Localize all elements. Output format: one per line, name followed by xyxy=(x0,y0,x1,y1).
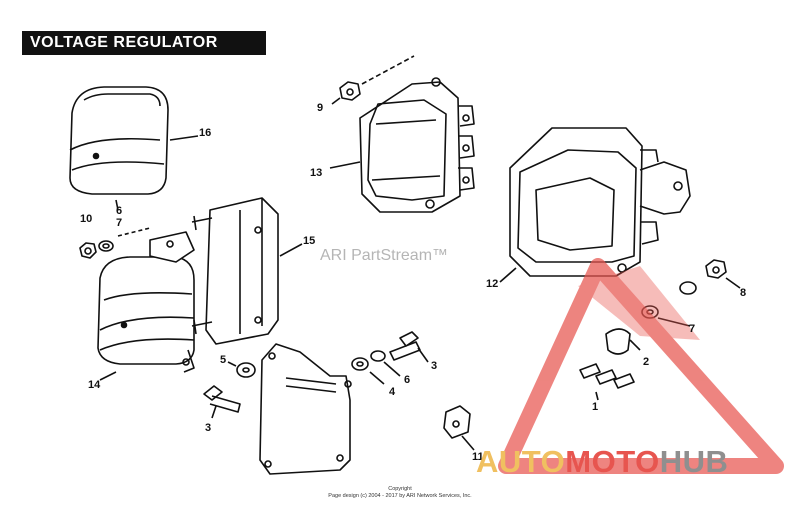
callout-6-right: 6 xyxy=(404,374,411,386)
heat-shield-plate xyxy=(259,343,352,475)
page-title: VOLTAGE REGULATOR xyxy=(22,31,266,55)
callout-10: 10 xyxy=(80,213,93,225)
callout-7: 7 xyxy=(116,217,123,229)
callout-13: 13 xyxy=(310,167,323,179)
part-1-screws xyxy=(579,363,635,401)
logo-auto: AUTO xyxy=(476,444,566,479)
callout-16: 16 xyxy=(199,127,212,139)
copyright-line-2: Page design (c) 2004 - 2017 by ARI Netwo… xyxy=(328,493,472,499)
part-5-washer xyxy=(227,361,256,378)
automotohub-logo: AUTOMOTOHUB xyxy=(476,444,728,480)
part-4-washer xyxy=(351,357,385,385)
callout-1: 1 xyxy=(592,401,599,413)
part-11-clip xyxy=(443,405,475,451)
part-13-regulator xyxy=(329,77,475,213)
part-3-screw-right xyxy=(389,331,429,363)
callout-14: 14 xyxy=(88,379,101,391)
callout-12: 12 xyxy=(486,278,499,290)
callout-3-left: 3 xyxy=(205,422,212,434)
part-10-nut xyxy=(79,242,97,259)
part-8-nut xyxy=(705,259,741,289)
callout-9: 9 xyxy=(317,102,324,114)
callout-11: 11 xyxy=(472,451,484,463)
part-6-lockwasher xyxy=(370,350,401,377)
callout-15: 15 xyxy=(303,235,316,247)
part-12-regulator xyxy=(499,127,691,283)
watermark-triangle xyxy=(498,258,784,474)
logo-moto: MOTO xyxy=(565,444,660,479)
part-16-cover xyxy=(69,86,199,195)
callout-8: 8 xyxy=(740,287,747,299)
part-2-grommet xyxy=(605,328,641,355)
callout-6: 6 xyxy=(116,205,123,217)
callout-7-right: 7 xyxy=(689,323,696,335)
callout-4: 4 xyxy=(389,386,396,398)
logo-hub: HUB xyxy=(659,444,729,479)
part-14-regulator xyxy=(97,231,195,381)
part-15-bracket xyxy=(191,197,303,345)
partstream-watermark: ARI PartStream™ xyxy=(320,247,449,264)
callout-5: 5 xyxy=(220,354,227,366)
part-7-washer-left xyxy=(98,240,114,252)
callout-3-right: 3 xyxy=(431,360,438,372)
copyright-line-1: Copyright xyxy=(388,486,412,492)
part-3-screw-left xyxy=(203,385,241,419)
part-9-nut xyxy=(331,55,415,105)
callout-2: 2 xyxy=(643,356,650,368)
part-7-washer-right xyxy=(641,281,697,327)
